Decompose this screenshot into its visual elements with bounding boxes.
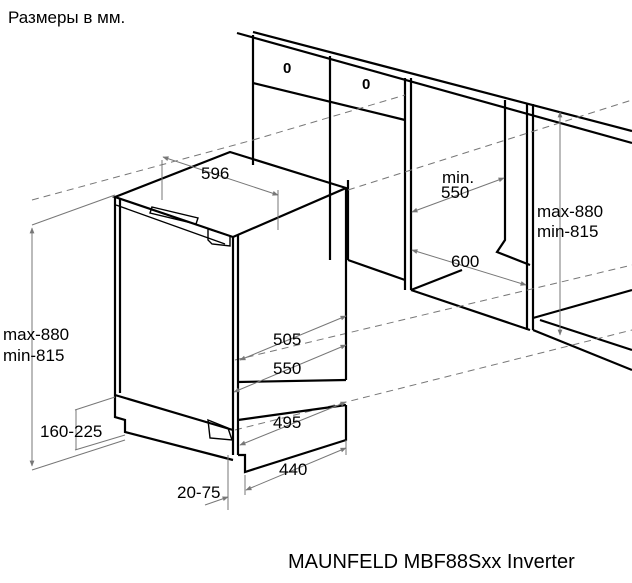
niche-width-label: 600: [451, 252, 480, 271]
plinth-depth-dimension-line: [245, 447, 347, 491]
plinth-depth-label: 440: [279, 460, 308, 479]
model-caption: MAUNFELD MBF88Sxx Inverter: [288, 551, 575, 573]
niche-width-dimension-line: [411, 249, 527, 286]
appliance-body: [111, 150, 350, 474]
plinth-offset-label: 20-75: [177, 483, 221, 502]
width-596-dimension-line: [162, 156, 279, 196]
units-note: Размеры в мм.: [8, 8, 126, 27]
depth-495-label: 495: [273, 413, 302, 432]
appliance-width-label: 596: [201, 164, 230, 183]
niche-height-max-label: max-880: [537, 202, 604, 221]
drawer-knob-icon: 0: [283, 60, 292, 77]
depth-505-label: 505: [273, 330, 302, 349]
plinth-height-label: 160-225: [40, 422, 103, 441]
plinth-offset-dimension-line: [204, 496, 229, 506]
appliance-height-max-label: max-880: [3, 325, 70, 344]
kitchen-cabinet: [31, 30, 632, 431]
depth-550-dimension-line: [233, 344, 347, 393]
niche-height-min-label: min-815: [537, 222, 599, 241]
niche-depth-label-line1: min.: [442, 168, 475, 187]
depth-550-label: 550: [273, 359, 302, 378]
niche-depth-dimension-line: [411, 177, 505, 213]
appliance-height-min-label: min-815: [3, 346, 65, 365]
depth-495-dimension-line: [239, 401, 347, 446]
drawer-knob-icon: 0: [362, 76, 371, 93]
niche-depth-label-line2: 550: [441, 183, 470, 202]
